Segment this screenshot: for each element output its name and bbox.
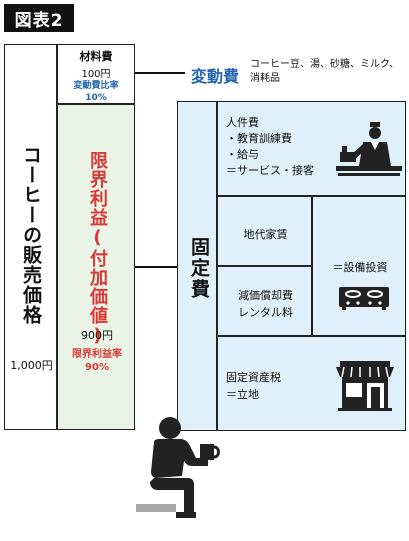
property-tax-cell: 固定資産税 ＝立地 (217, 336, 406, 431)
barista-icon (336, 122, 402, 176)
personnel-cost-text: 人件費 ・教育訓練費 ・給与 ＝サービス・接客 (226, 115, 314, 179)
stove-icon (339, 287, 389, 310)
variable-connector (135, 72, 185, 74)
marginal-profit-label: 限界利益(付加価値) (87, 151, 108, 347)
fixed-connector (135, 266, 177, 268)
variable-cost-title: 変動費 (191, 67, 240, 86)
shop-icon (336, 361, 394, 411)
customer-with-cup-icon (136, 417, 220, 518)
material-cost-title: 材料費 (79, 50, 113, 63)
variable-cost-description: コーヒー豆、湯、砂糖、ミルク、消耗品 (250, 59, 400, 84)
depreciation-label: 減価償却費 (238, 289, 293, 302)
location-label: ＝立地 (226, 388, 259, 401)
material-cost-box: 材料費 100円 変動費比率 10% (57, 44, 135, 104)
personnel-cost-title: 人件費 (226, 116, 259, 129)
marginal-profit-rate-label: 限界利益率 (72, 349, 122, 360)
fixed-cost-label: 固定費 (188, 237, 210, 300)
equipment-label: ＝設備投資 (332, 261, 388, 274)
rent-cell: 地代家賃 (217, 196, 312, 266)
marginal-profit-box: 限界利益(付加価値) 900円 限界利益率 90% (57, 104, 135, 430)
selling-price-label: コーヒーの販売価格 (20, 145, 42, 325)
personnel-item: ・給与 (226, 148, 259, 161)
selling-price-value: 1,000円 (10, 359, 53, 372)
variable-cost-ratio-value: 10% (85, 93, 107, 103)
personnel-item: ＝サービス・接客 (226, 164, 314, 177)
property-tax-text: 固定資産税 ＝立地 (226, 369, 281, 403)
depreciation-cell: 減価償却費 レンタル料 (217, 266, 312, 336)
equipment-cell: ＝設備投資 (312, 196, 406, 336)
rent-label: 地代家賃 (243, 228, 288, 241)
material-cost-price: 100円 (81, 69, 111, 80)
selling-price-column: コーヒーの販売価格 1,000円 (4, 44, 57, 430)
marginal-profit-price: 900円 (81, 329, 113, 342)
figure-label: 図表2 (4, 4, 74, 32)
personnel-item: ・教育訓練費 (226, 132, 292, 145)
personnel-cost-cell: 人件費 ・教育訓練費 ・給与 ＝サービス・接客 (217, 101, 406, 196)
variable-cost-ratio-label: 変動費比率 (73, 81, 119, 91)
fixed-cost-column: 固定費 (177, 101, 217, 431)
depreciation-text: 減価償却費 レンタル料 (218, 287, 313, 321)
marginal-profit-rate-value: 90% (85, 362, 109, 373)
property-tax-label: 固定資産税 (226, 371, 281, 384)
rental-fee-label: レンタル料 (238, 306, 293, 319)
